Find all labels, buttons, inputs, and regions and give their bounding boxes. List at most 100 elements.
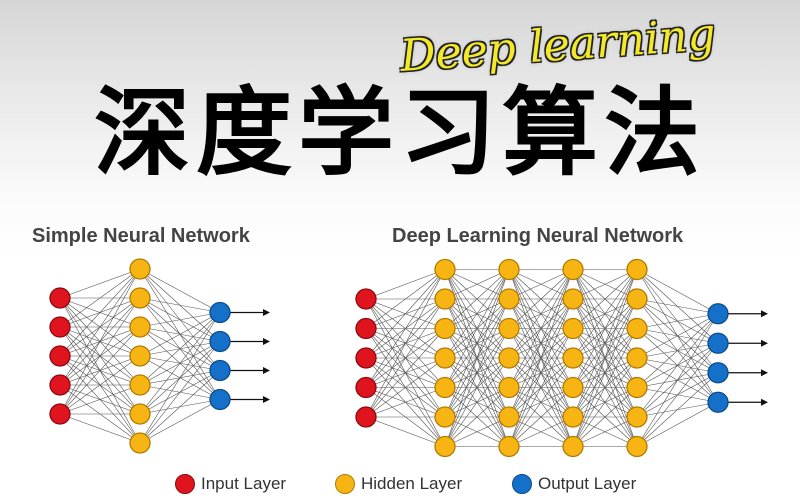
simple-connection [59,268,141,415]
deep-connection [444,328,510,447]
deep-hidden-node [434,258,456,281]
deep-output-node [707,303,729,325]
deep-hidden-node [626,406,648,428]
deep-hidden-node [498,435,520,458]
simple-hidden-node [129,287,151,309]
deep-connection [636,313,719,418]
deep-connection [572,269,638,300]
simple-connection [59,297,141,415]
simple-connection [139,399,221,444]
deep-connection [444,387,510,447]
deep-hidden-node [434,347,456,369]
deep-connection [508,269,574,359]
simple-hidden-node [129,258,151,280]
deep-connection [636,269,719,315]
simple-output-node [209,301,231,324]
deep-connection [508,269,574,300]
deep-output-node [707,362,729,384]
deep-hidden-node [434,406,456,428]
deep-connection [636,343,719,447]
deep-connection [508,357,574,447]
deep-input-node [355,376,377,399]
deep-connection [572,298,638,447]
simple-connection [139,268,221,313]
simple-input-node [49,287,71,309]
deep-connection [508,328,574,447]
deep-hidden-node [434,435,456,458]
deep-hidden-node [498,376,520,399]
simple-connection [139,312,221,386]
deep-input-node [355,406,377,428]
deep-hidden-node [562,376,584,399]
arrow-right-icon [728,339,768,347]
deep-hidden-node [562,406,584,428]
deep-hidden-node [498,347,520,369]
deep-hidden-node [562,317,584,340]
simple-connection [59,268,141,357]
deep-hidden-node [626,435,648,458]
simple-output-node [209,388,231,411]
deep-connection [572,269,638,359]
deep-connection [508,387,574,447]
deep-connection [444,269,510,329]
output-layer-dot-icon [512,474,532,494]
simple-network-title: Simple Neural Network [32,225,250,247]
deep-connection [365,269,446,359]
simple-neural-network [49,258,270,454]
deep-connection [508,269,574,418]
deep-connection [636,313,719,388]
deep-hidden-node [434,288,456,310]
deep-output-node [707,391,729,413]
arrow-right-icon [230,309,270,316]
deep-hidden-node [626,288,648,310]
arrow-right-icon [728,398,768,406]
deep-hidden-node [434,317,456,340]
deep-input-node [355,347,377,369]
deep-hidden-node [562,347,584,369]
deep-connection [572,387,638,447]
simple-connection [59,384,141,415]
deep-hidden-node [626,317,648,340]
deep-connection [365,269,446,418]
deep-connection [572,269,638,447]
simple-hidden-node [129,345,151,367]
simple-hidden-node [129,316,151,338]
deep-connection [572,416,638,447]
simple-input-node [49,403,71,425]
deep-connection [636,313,719,329]
deep-connection [365,328,446,418]
simple-hidden-node [129,374,151,396]
deep-hidden-node [498,317,520,340]
deep-hidden-node [562,435,584,458]
deep-connection [365,387,446,418]
deep-hidden-node [498,406,520,428]
deep-output-node [707,332,729,354]
arrow-right-icon [230,396,270,403]
deep-connection [508,269,574,447]
deep-connection [572,357,638,447]
input-layer-dot-icon [175,474,195,494]
simple-connection [139,297,221,313]
deep-hidden-node [498,258,520,281]
deep-connection [572,328,638,447]
deep-connection [444,416,510,447]
deep-connection [444,269,510,388]
simple-connection [139,370,221,444]
deep-connection [444,357,510,447]
legend-input: Input Layer [175,474,286,494]
deep-connection [572,269,638,329]
simple-connection [59,413,141,444]
deep-learning-neural-network [355,258,768,458]
deep-connection [572,269,638,418]
simple-connection [59,326,141,415]
arrow-right-icon [728,310,768,318]
simple-connection [59,268,141,386]
deep-hidden-node [562,288,584,310]
legend-hidden-label: Hidden Layer [361,474,463,493]
deep-connection [444,269,510,418]
deep-connection [636,372,719,447]
deep-connection [636,313,719,359]
deep-connection [636,313,719,447]
deep-connection [365,357,446,418]
deep-hidden-node [434,376,456,399]
